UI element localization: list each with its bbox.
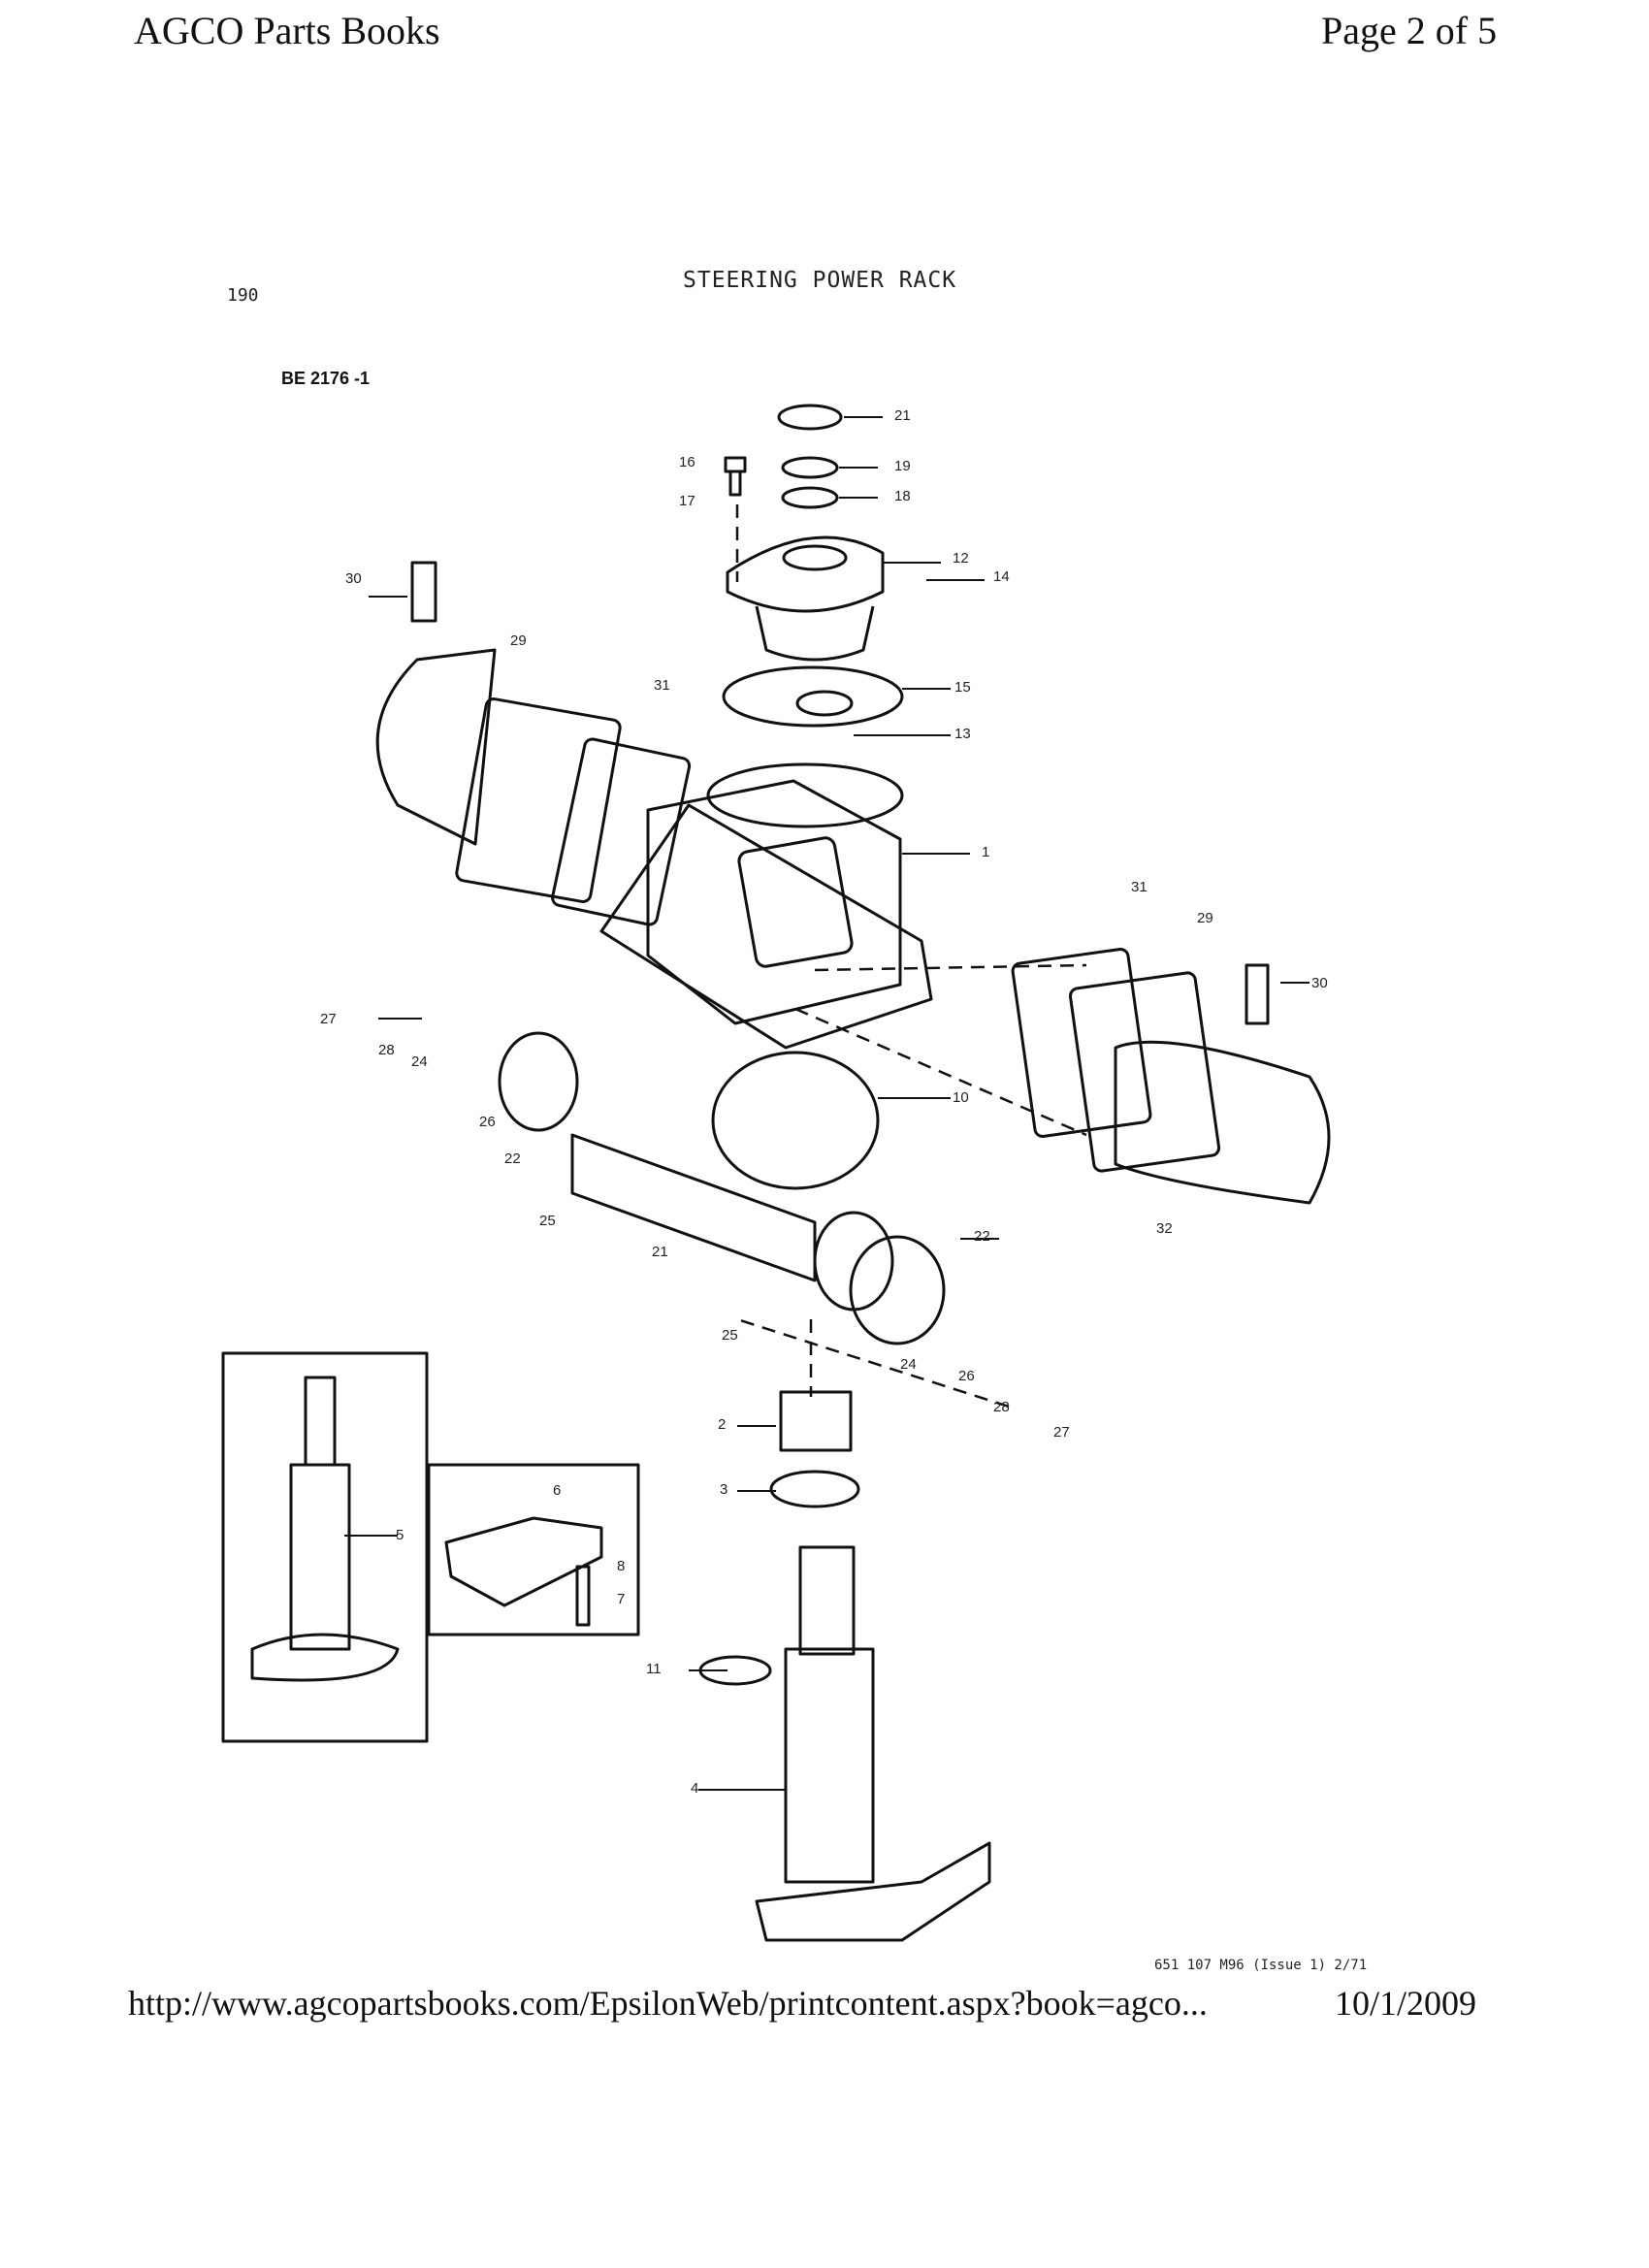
callout-14: 14 [993,568,1010,585]
callout-29-right: 29 [1197,910,1213,926]
callout-11: 11 [646,1661,662,1677]
cylinder-part-29-left [375,648,497,846]
callout-16: 16 [679,454,695,470]
diagram-title: STEERING POWER RACK [683,268,957,293]
callout-15: 15 [954,679,971,696]
bearing-part-2 [779,1390,853,1452]
cylinder-flange-part-29-right [1068,971,1221,1173]
callout-6: 6 [553,1482,562,1499]
callout-1: 1 [982,844,990,860]
callout-3: 3 [720,1481,728,1498]
bolt-part-16 [724,456,747,497]
fitting-part-30-left [410,561,437,623]
catalog-page-number: 190 [227,285,259,306]
shaft-part-5 [250,1376,400,1682]
piston-part-22-left [498,1031,579,1132]
callout-26-right: 26 [958,1368,975,1384]
ring-part-24-right [849,1235,946,1345]
callout-2: 2 [718,1416,727,1433]
main-housing-part-1 [599,803,933,1050]
fitting-part-30-right [1245,963,1270,1025]
drawing-reference: BE 2176 -1 [281,369,371,388]
callout-25-left: 25 [539,1213,556,1229]
callout-25-right: 25 [722,1327,738,1344]
bolt-part-7 [575,1565,591,1627]
ring-part-19 [781,456,839,479]
bracket-part-6 [444,1516,603,1607]
callout-28-left: 28 [378,1042,395,1058]
callout-5: 5 [396,1527,404,1543]
callout-26-left: 26 [479,1114,496,1130]
inset-box-shaft [221,1351,429,1743]
footer-date: 10/1/2009 [1335,1984,1477,2023]
gasket-part-31-left [551,737,692,926]
callout-7: 7 [617,1591,626,1607]
callout-30-left: 30 [345,570,362,587]
callout-28-right: 28 [993,1399,1010,1415]
callout-24-right: 24 [900,1356,917,1373]
callout-27-left: 27 [320,1011,337,1027]
drawing-corner-note: 651 107 M96 (Issue 1) 2/71 [1154,1958,1368,1973]
callout-31-right: 31 [1131,879,1148,895]
header-title: AGCO Parts Books [134,9,440,52]
cap-part-20 [777,404,843,431]
seal-part-13 [795,690,854,717]
callout-27-right: 27 [1053,1424,1070,1441]
callout-31-left: 31 [654,677,670,694]
pinion-shaft-part-4 [755,1545,991,1942]
gasket-part-15 [722,665,904,728]
callout-20: 21 [894,407,911,424]
callout-12: 12 [953,550,969,567]
footer-url[interactable]: http://www.agcopartsbooks.com/EpsilonWeb… [128,1984,1208,2023]
callout-4: 4 [691,1780,699,1797]
gear-part-10 [711,1051,880,1190]
callout-32: 32 [1156,1220,1173,1237]
inset-box-bracket [427,1463,640,1636]
callout-22-left: 22 [504,1150,521,1167]
callout-13: 13 [954,726,971,742]
housing-cap-part-12 [726,535,885,662]
cylinder-part-29-right [1114,1040,1331,1205]
gasket-part-31-right [1011,948,1152,1138]
ring-part-18 [781,486,839,509]
callout-29-left: 29 [510,632,527,649]
page-indicator: Page 2 of 5 [1321,9,1498,52]
rack-part-21 [570,1133,817,1282]
callout-10: 10 [953,1089,969,1106]
callout-24-left: 24 [411,1053,428,1070]
seal-part-3 [769,1470,860,1508]
callout-30-right: 30 [1311,975,1328,991]
callout-8: 8 [617,1558,626,1574]
callout-21: 21 [652,1244,668,1260]
callout-22-right: 22 [974,1228,990,1245]
callout-17: 17 [679,493,695,509]
piston-part-22-right [813,1211,894,1312]
callout-19: 19 [894,458,911,474]
callout-18: 18 [894,488,911,504]
